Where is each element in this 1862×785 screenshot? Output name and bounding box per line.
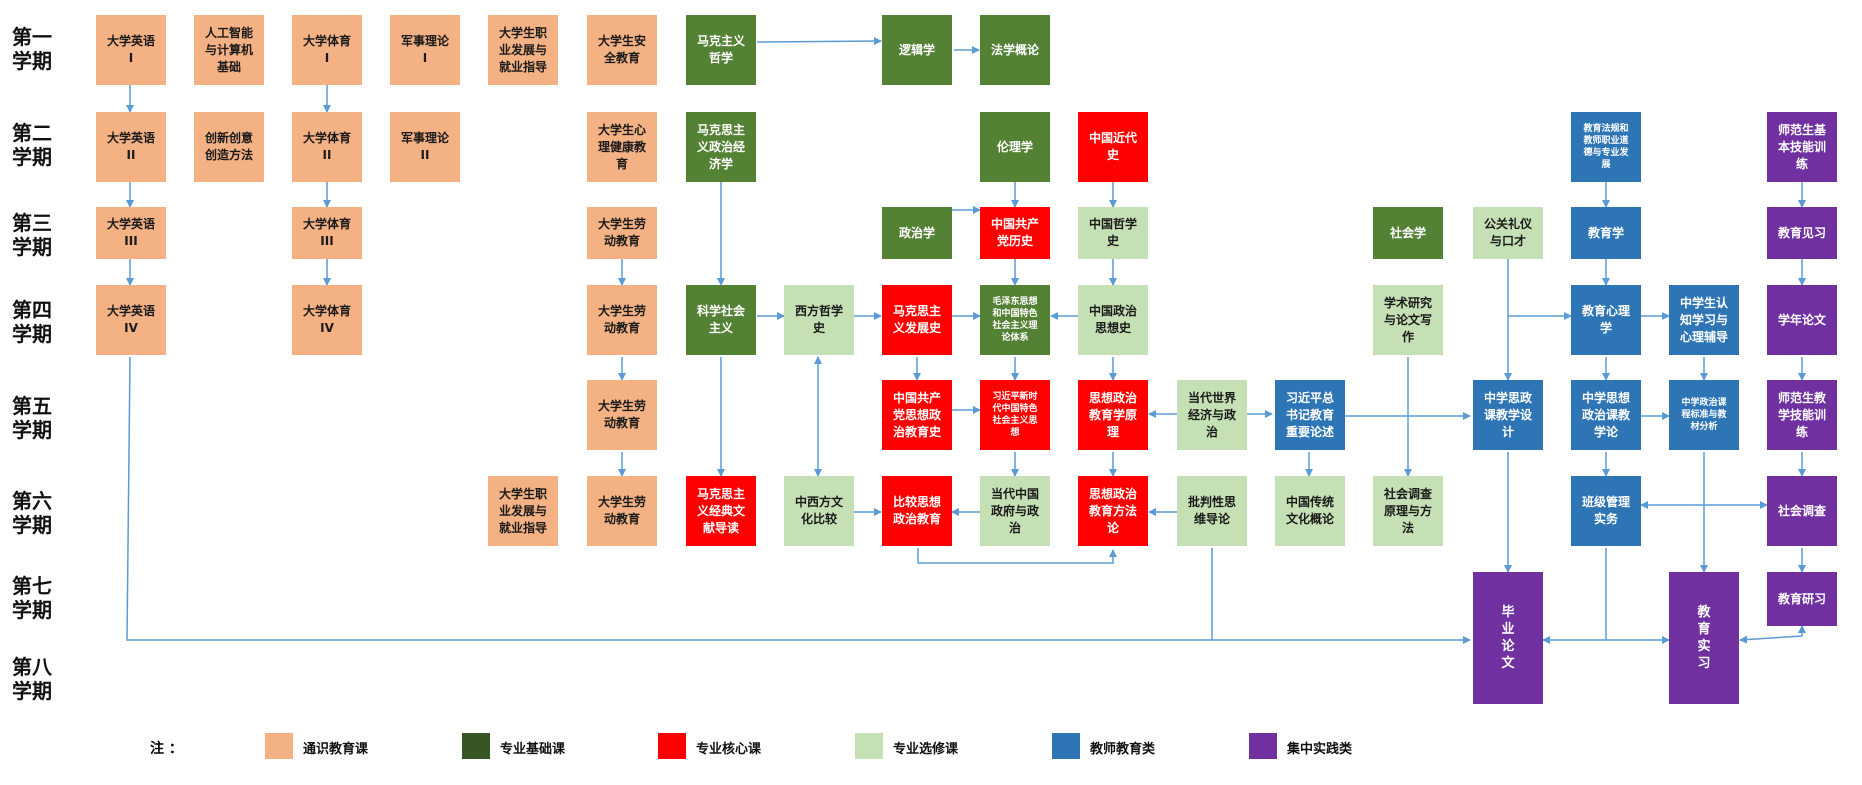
semester-7-label: 第七 学期 xyxy=(12,574,52,622)
course-pe-3[interactable]: 大学体育 III xyxy=(292,207,362,259)
legend-label-elective: 专业选修课 xyxy=(893,742,959,757)
legend-swatch-practice xyxy=(1249,733,1277,759)
course-xi-thought[interactable]: 习近平新时 代中国特色 社会主义思 想 xyxy=(980,380,1050,450)
course-class-management[interactable]: 班级管理 实务 xyxy=(1571,476,1641,546)
course-critical-thinking[interactable]: 批判性思 维导论 xyxy=(1177,476,1247,546)
course-scientific-socialism[interactable]: 科学社会 主义 xyxy=(686,285,756,355)
course-logic[interactable]: 逻辑学 xyxy=(882,15,952,85)
course-teacher-basic-skills[interactable]: 师范生基 本技能训 练 xyxy=(1767,112,1837,182)
course-sociology[interactable]: 社会学 xyxy=(1373,207,1443,259)
semester-5-label: 第五 学期 xyxy=(12,394,52,442)
legend-swatch-elective xyxy=(855,733,883,759)
course-labour-1[interactable]: 大学生劳 动教育 xyxy=(587,207,657,259)
legend-swatch-foundation xyxy=(462,733,490,759)
course-chinese-philosophy[interactable]: 中国哲学 史 xyxy=(1078,207,1148,259)
course-graduation-thesis[interactable]: 毕 业 论 文 xyxy=(1473,572,1543,704)
course-english-2[interactable]: 大学英语 II xyxy=(96,112,166,182)
course-social-survey-methods[interactable]: 社会调查 原理与方 法 xyxy=(1373,476,1443,546)
course-ai-computer[interactable]: 人工智能 与计算机 基础 xyxy=(194,15,264,85)
legend-label-general: 通识教育课 xyxy=(303,742,369,757)
course-modern-history[interactable]: 中国近代 史 xyxy=(1078,112,1148,182)
course-chinese-political-thought[interactable]: 中国政治 思想史 xyxy=(1078,285,1148,355)
course-labour-3[interactable]: 大学生劳 动教育 xyxy=(587,380,657,450)
semester-1-label: 第一 学期 xyxy=(12,25,52,73)
course-contemporary-government[interactable]: 当代中国 政府与政 治 xyxy=(980,476,1050,546)
course-education-observation[interactable]: 教育见习 xyxy=(1767,207,1837,259)
legend-note: 注 ： xyxy=(150,741,183,757)
course-pedagogy[interactable]: 教育学 xyxy=(1571,207,1641,259)
course-academic-writing[interactable]: 学术研究 与论文写 作 xyxy=(1373,285,1443,355)
course-labour-4[interactable]: 大学生劳 动教育 xyxy=(587,476,657,546)
course-labour-2[interactable]: 大学生劳 动教育 xyxy=(587,285,657,355)
course-mental-health[interactable]: 大学生心 理健康教 育 xyxy=(587,112,657,182)
course-term-paper[interactable]: 学年论文 xyxy=(1767,285,1837,355)
course-ideological-methods[interactable]: 思想政治 教育方法 论 xyxy=(1078,476,1148,546)
course-military-2[interactable]: 军事理论 II xyxy=(390,112,460,182)
course-law-intro[interactable]: 法学概论 xyxy=(980,15,1050,85)
course-mao-theory[interactable]: 毛泽东思想 和中国特色 社会主义理 论体系 xyxy=(980,285,1050,355)
legend-swatch-teacher-ed xyxy=(1052,733,1080,759)
course-xi-education-discourse[interactable]: 习近平总 书记教育 重要论述 xyxy=(1275,380,1345,450)
course-english-4[interactable]: 大学英语 IV xyxy=(96,285,166,355)
legend-label-teacher-ed: 教师教育类 xyxy=(1090,742,1156,757)
course-marxism-development[interactable]: 马克思主 义发展史 xyxy=(882,285,952,355)
course-education-law[interactable]: 教育法规和 教师职业道 德与专业发 展 xyxy=(1571,112,1641,182)
course-political-science[interactable]: 政治学 xyxy=(882,207,952,259)
semester-8-label: 第八 学期 xyxy=(12,655,52,703)
legend-label-core: 专业核心课 xyxy=(696,742,762,757)
course-etiquette[interactable]: 公关礼仪 与口才 xyxy=(1473,207,1543,259)
legend-swatch-general xyxy=(265,733,293,759)
course-pe-1[interactable]: 大学体育 I xyxy=(292,15,362,85)
course-safety[interactable]: 大学生安 全教育 xyxy=(587,15,657,85)
course-curriculum-standards[interactable]: 中学政治课 程标准与教 材分析 xyxy=(1669,380,1739,450)
course-lesson-design[interactable]: 中学思政 课教学设 计 xyxy=(1473,380,1543,450)
course-career-1[interactable]: 大学生职 业发展与 就业指导 xyxy=(488,15,558,85)
semester-4-label: 第四 学期 xyxy=(12,298,52,346)
course-marxist-philosophy[interactable]: 马克主义 哲学 xyxy=(686,15,756,85)
course-traditional-culture[interactable]: 中国传统 文化概论 xyxy=(1275,476,1345,546)
legend-label-practice: 集中实践类 xyxy=(1287,742,1353,757)
course-world-economy-politics[interactable]: 当代世界 经济与政 治 xyxy=(1177,380,1247,450)
semester-6-label: 第六 学期 xyxy=(12,489,52,537)
legend-label-foundation: 专业基础课 xyxy=(500,742,566,757)
course-political-economy[interactable]: 马克思主 义政治经 济学 xyxy=(686,112,756,182)
course-pe-4[interactable]: 大学体育 IV xyxy=(292,285,362,355)
semester-2-label: 第二 学期 xyxy=(12,121,52,169)
course-ideological-principles[interactable]: 思想政治 教育学原 理 xyxy=(1078,380,1148,450)
course-education-research[interactable]: 教育研习 xyxy=(1767,572,1837,626)
course-student-cognition[interactable]: 中学生认 知学习与 心理辅导 xyxy=(1669,285,1739,355)
course-teaching-practicum[interactable]: 教 育 实 习 xyxy=(1669,572,1739,704)
course-pe-2[interactable]: 大学体育 II xyxy=(292,112,362,182)
course-innovation[interactable]: 创新创意 创造方法 xyxy=(194,112,264,182)
course-english-3[interactable]: 大学英语 III xyxy=(96,207,166,259)
course-western-philosophy[interactable]: 西方哲学 史 xyxy=(784,285,854,355)
course-social-survey[interactable]: 社会调查 xyxy=(1767,476,1837,546)
course-cpc-history[interactable]: 中国共产 党历史 xyxy=(980,207,1050,259)
course-military-1[interactable]: 军事理论 I xyxy=(390,15,460,85)
course-teaching-skills-training[interactable]: 师范生教 学技能训 练 xyxy=(1767,380,1837,450)
course-career-2[interactable]: 大学生职 业发展与 就业指导 xyxy=(488,476,558,546)
course-marxist-classics[interactable]: 马克思主 义经典文 献导读 xyxy=(686,476,756,546)
legend-swatch-core xyxy=(658,733,686,759)
course-english-1[interactable]: 大学英语 I xyxy=(96,15,166,85)
course-educational-psychology[interactable]: 教育心理 学 xyxy=(1571,285,1641,355)
course-culture-comparison[interactable]: 中西方文 化比较 xyxy=(784,476,854,546)
course-ideological-education-history[interactable]: 中国共产 党思想政 治教育史 xyxy=(882,380,952,450)
course-ethics[interactable]: 伦理学 xyxy=(980,112,1050,182)
semester-3-label: 第三 学期 xyxy=(12,211,52,259)
course-teaching-theory[interactable]: 中学思想 政治课教 学论 xyxy=(1571,380,1641,450)
course-comparative-ideology[interactable]: 比较思想 政治教育 xyxy=(882,476,952,546)
